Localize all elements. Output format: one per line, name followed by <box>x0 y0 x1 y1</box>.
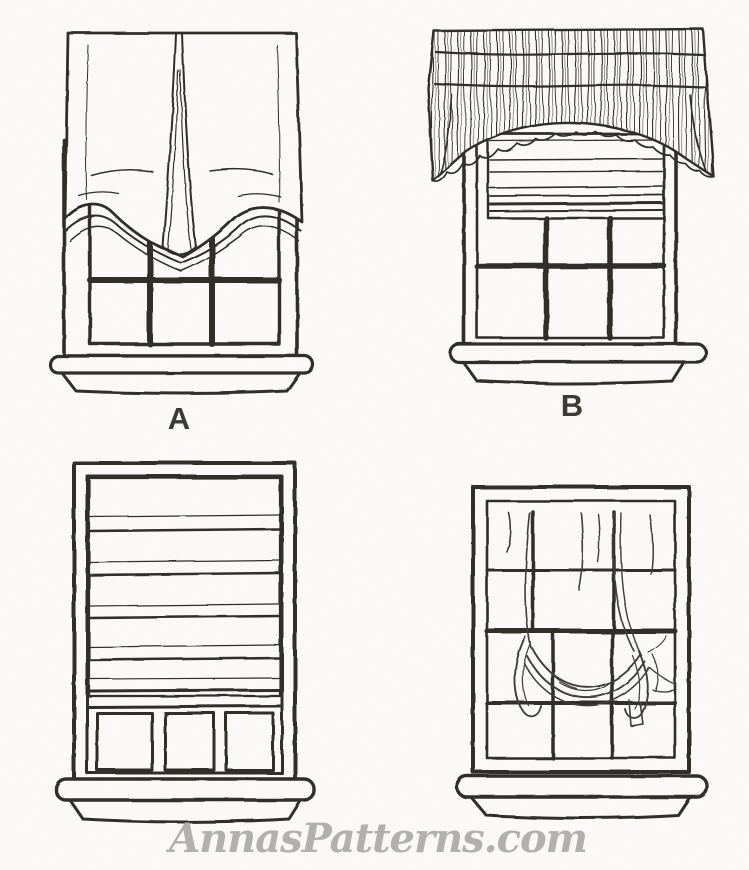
window-sill-a <box>48 354 315 395</box>
roman-shade-c <box>87 476 282 698</box>
watermark-text: AnnasPatterns.com <box>165 815 587 862</box>
figure-c-roman-shade-window <box>54 461 316 824</box>
figure-b-label: B <box>561 388 583 423</box>
window-frame-c <box>72 461 297 788</box>
balloon-shade <box>63 31 304 272</box>
gathered-valance <box>426 27 716 183</box>
window-grid-c <box>85 704 284 772</box>
window-sill-b <box>448 342 708 385</box>
window-frame-b <box>462 120 678 352</box>
figure-b-valance-window <box>426 27 716 385</box>
window-grid-b <box>474 215 667 341</box>
figure-a-label: A <box>168 401 190 436</box>
window-sill-d <box>455 774 709 820</box>
figure-a-balloon-shade-window <box>48 31 315 395</box>
figure-d-sheer-shade-window <box>455 485 709 820</box>
window-grid-d <box>484 510 678 760</box>
